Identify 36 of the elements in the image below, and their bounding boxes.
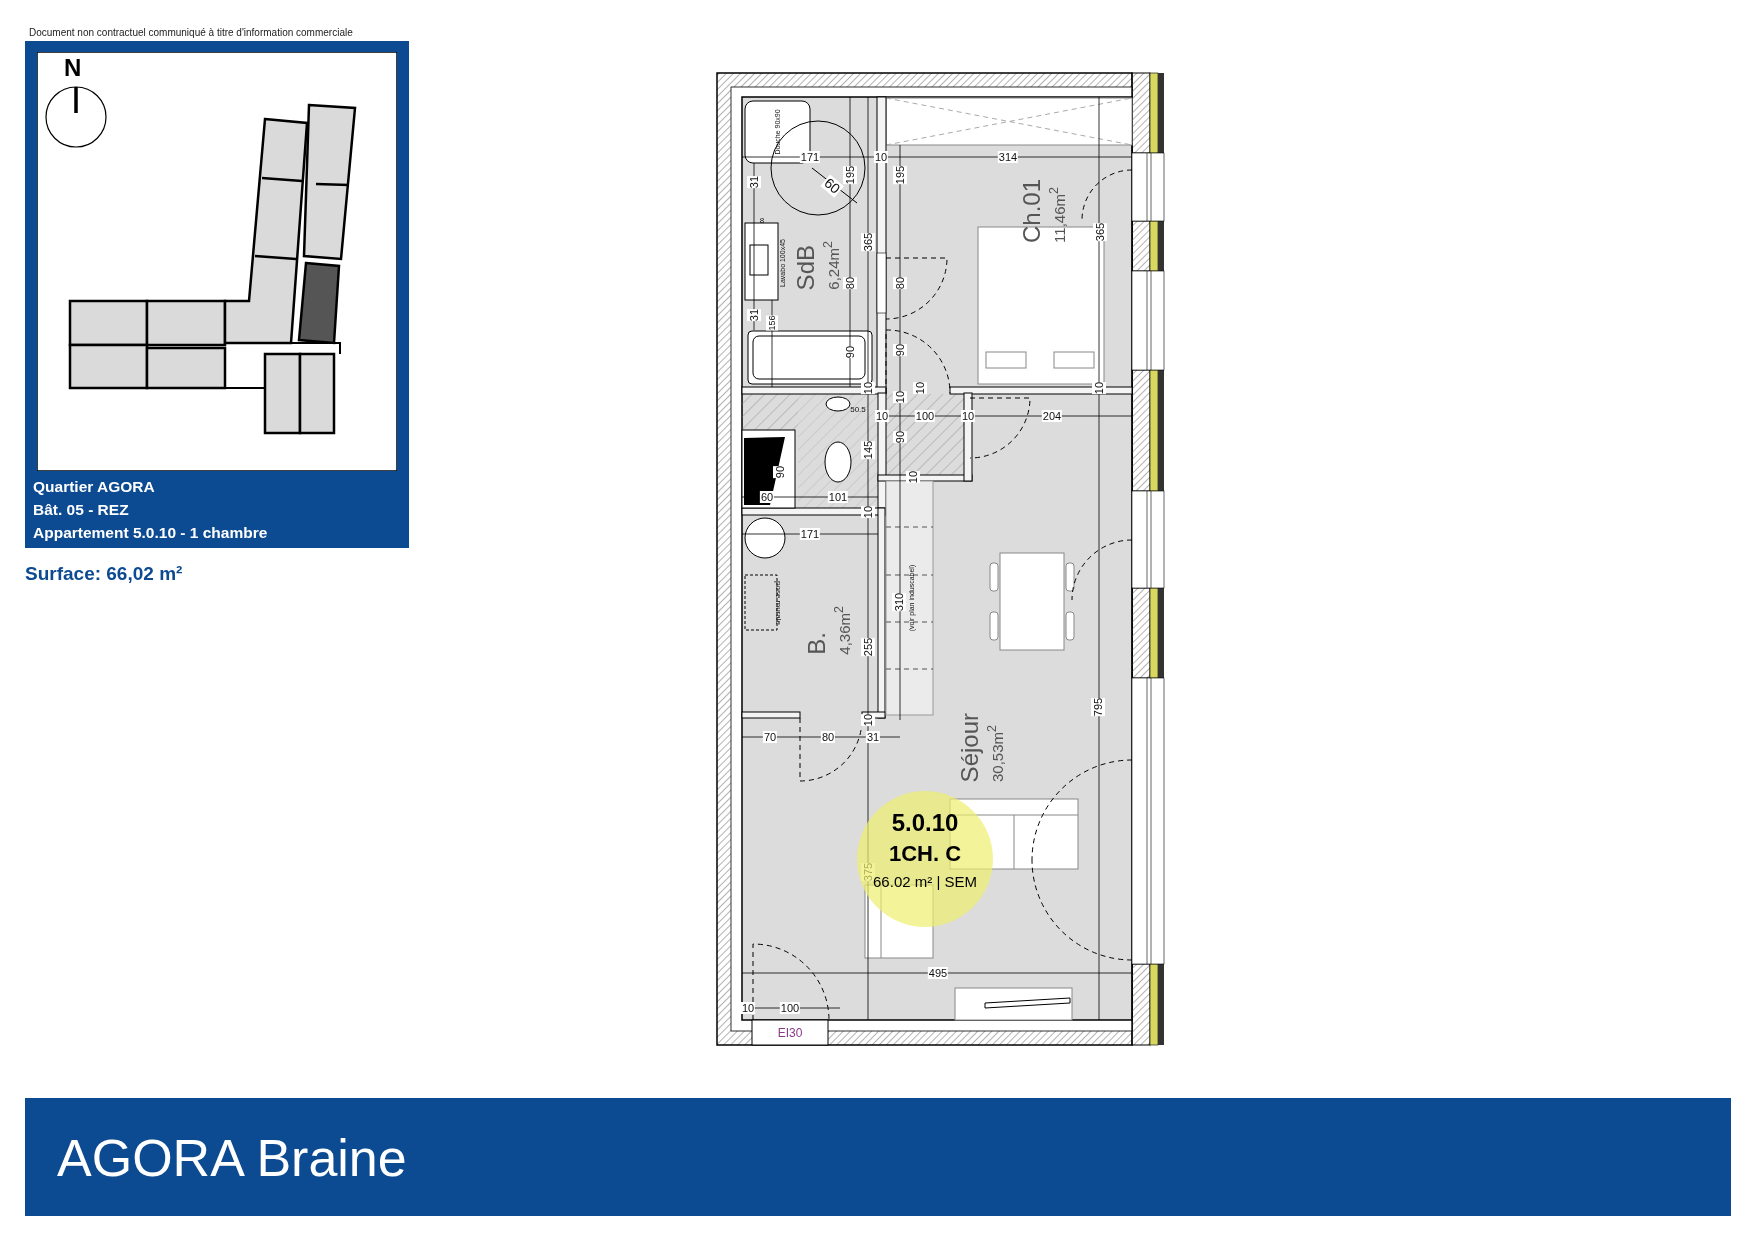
footer-band xyxy=(25,1098,1731,1216)
compass-letter: N xyxy=(64,55,82,81)
dimension-label: 100 xyxy=(779,1002,801,1014)
dimension-label: 101 xyxy=(827,491,849,503)
dimension-label: 10 xyxy=(873,151,889,163)
dimension-label: 70 xyxy=(762,731,778,743)
unit-type: 1CH. C xyxy=(887,841,963,866)
door-rating-label: EI30 xyxy=(776,1027,804,1039)
unit-surface: 66.02 m² | SEM xyxy=(872,873,978,891)
dimension-label: 10 xyxy=(874,410,890,422)
project-title: AGORA Braine xyxy=(57,1128,407,1188)
disclaimer-text: Document non contractuel communiqué à titre d'information commerciale xyxy=(29,26,353,38)
dimension-label: 80 xyxy=(820,731,836,743)
info-panel xyxy=(25,41,409,548)
dimension-label: 60 xyxy=(759,491,775,503)
room-name: Ch.01 xyxy=(1020,178,1044,243)
dimension-label: 100 xyxy=(914,410,936,422)
room-name: SdB xyxy=(794,244,818,290)
surface-text: Surface: 66,02 m² xyxy=(25,563,183,585)
unit-number: 5.0.10 xyxy=(890,809,960,836)
dimension-label: 204 xyxy=(1041,410,1063,422)
dimension-label: 156 xyxy=(766,315,778,331)
dimension-label: 171 xyxy=(799,528,821,540)
dimension-label: 50.5 xyxy=(849,404,867,414)
panel-text: Appartement 5.0.10 - 1 chambre xyxy=(33,524,268,542)
room-name: Séjour xyxy=(958,712,982,782)
dimension-label: 31 xyxy=(865,731,881,743)
dimension-label: 10 xyxy=(740,1002,756,1014)
panel-text: Quartier AGORA xyxy=(33,478,155,496)
dimension-label: 171 xyxy=(799,151,821,163)
dimension-label: 314 xyxy=(997,151,1019,163)
dimension-label: 10 xyxy=(960,410,976,422)
dimension-label: 8 xyxy=(758,215,766,225)
panel-text: Bât. 05 - REZ xyxy=(33,501,129,519)
room-name: B. xyxy=(805,632,829,655)
dimension-label: 495 xyxy=(927,967,949,979)
